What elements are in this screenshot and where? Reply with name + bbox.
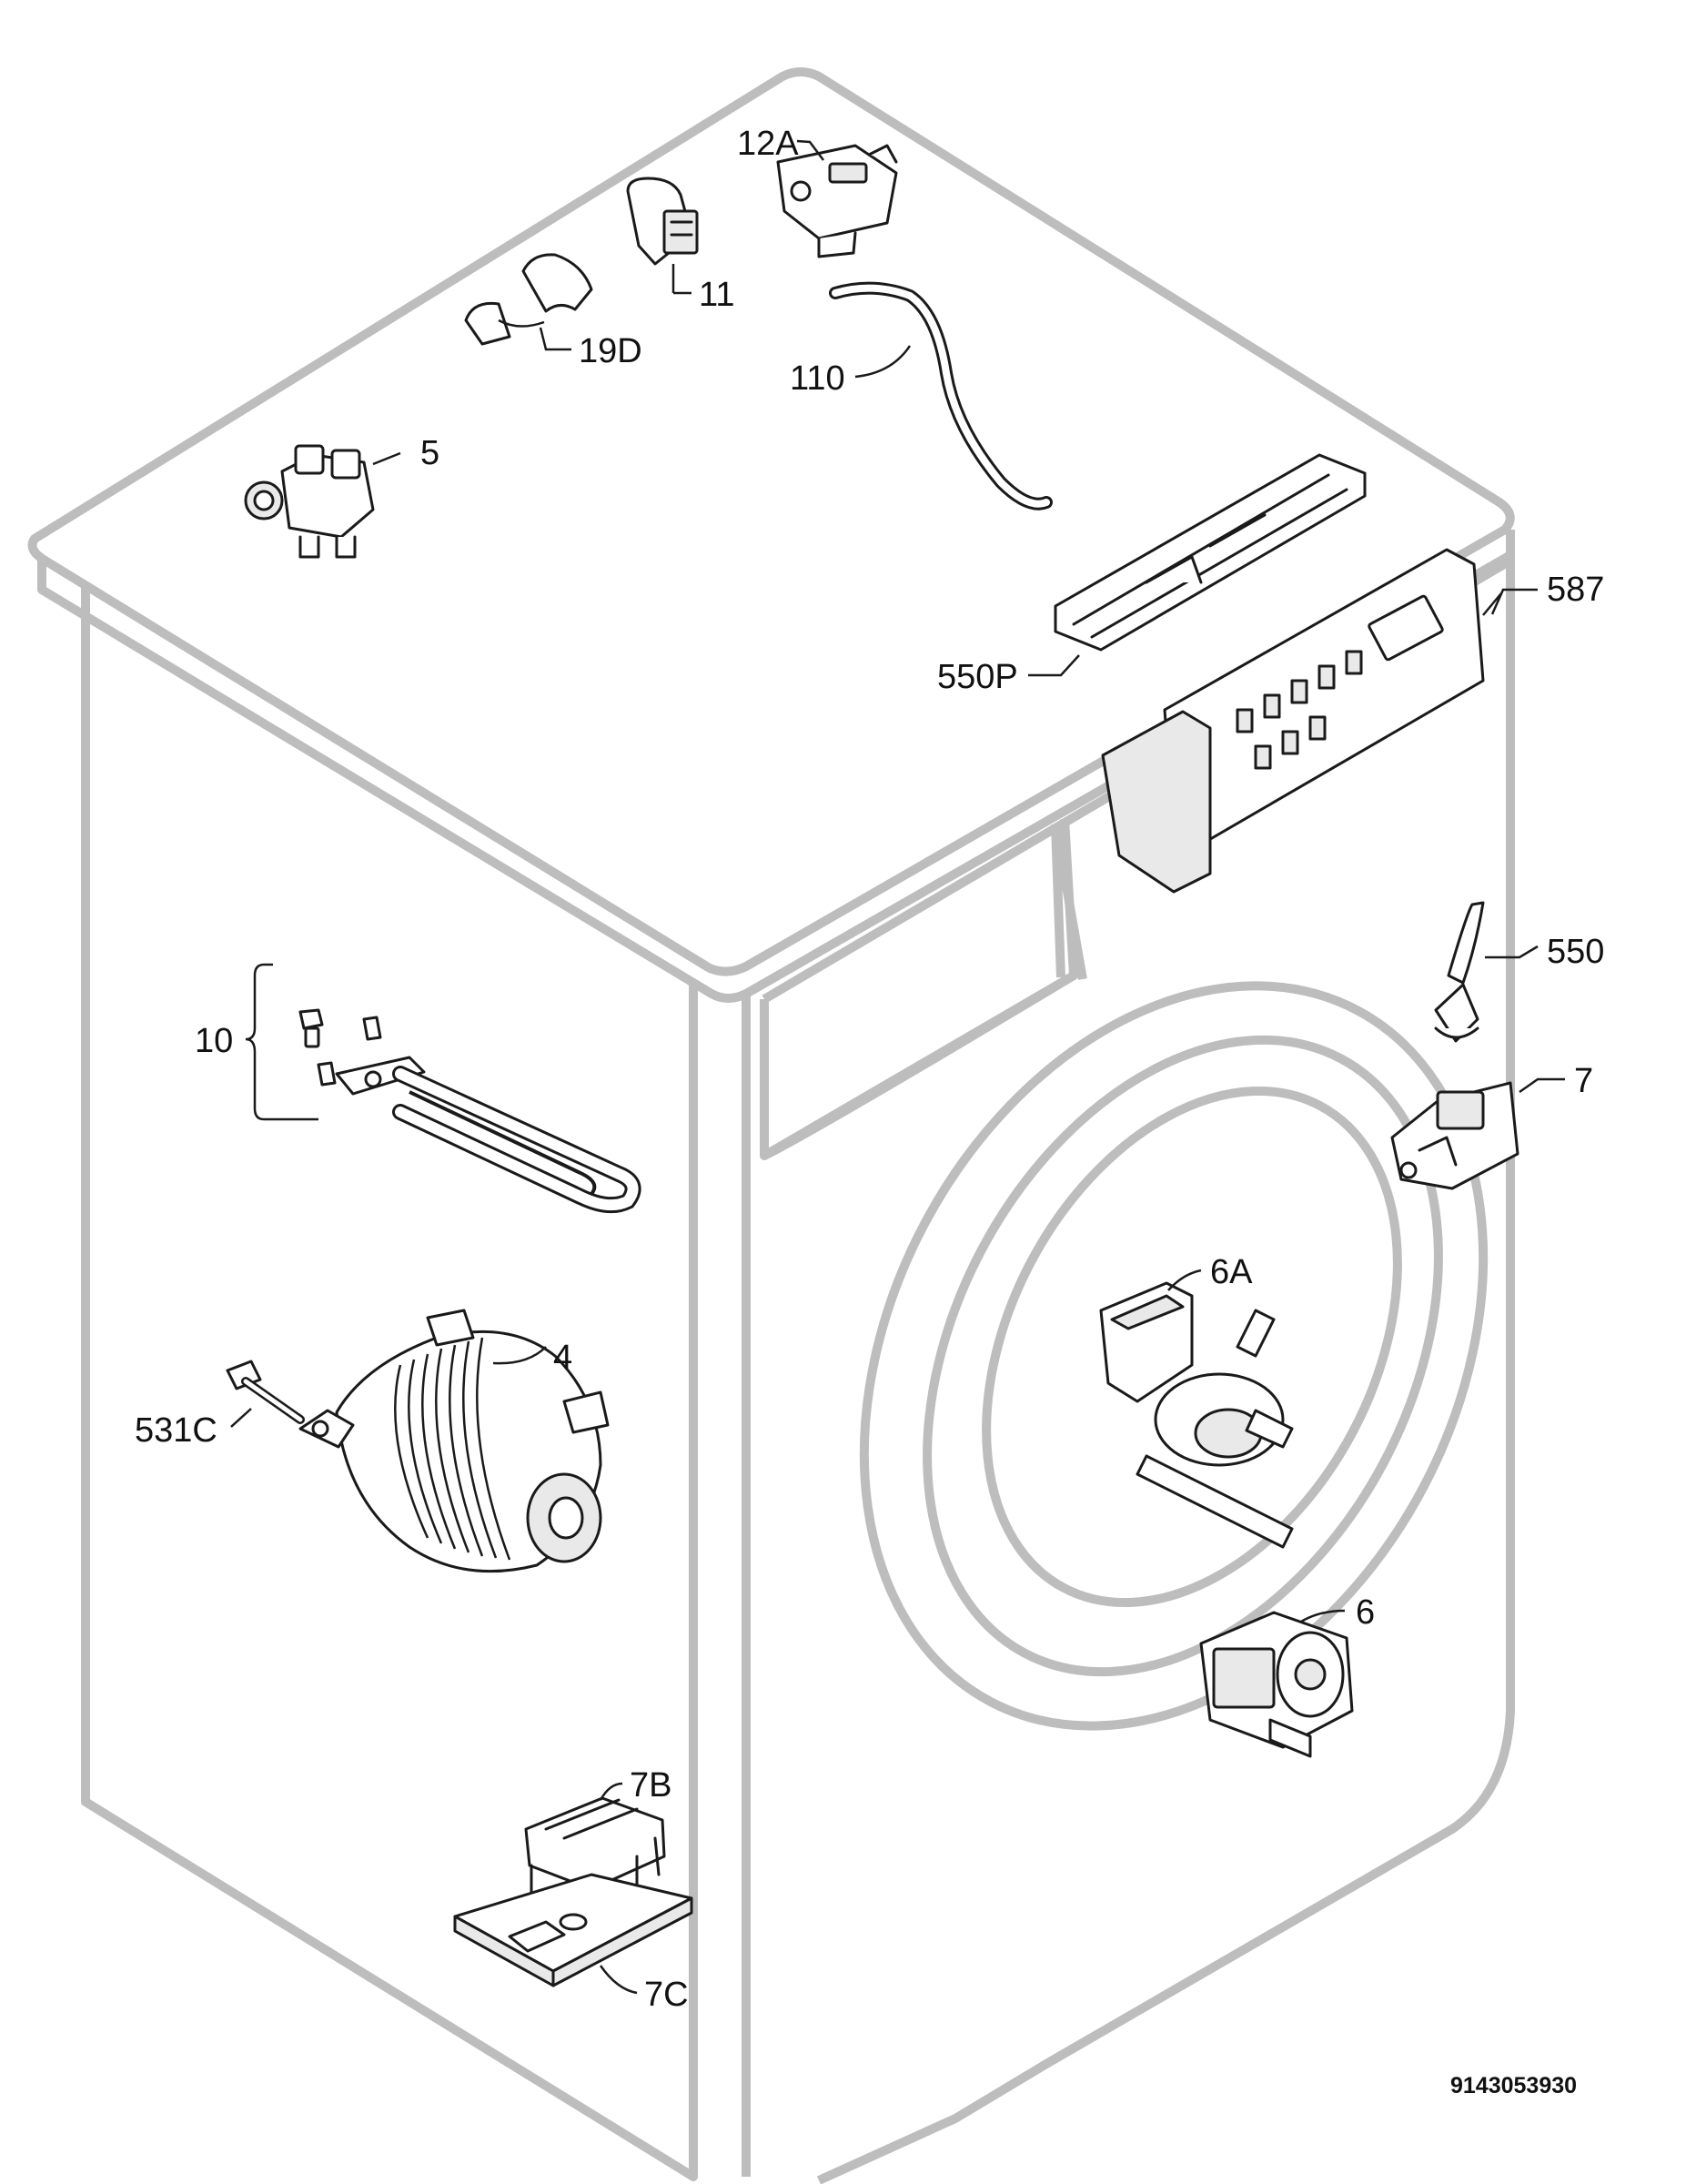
leader-7b <box>599 1782 623 1801</box>
door-outer-ring <box>859 981 1489 1731</box>
part-550p-panel-cover <box>1054 453 1367 652</box>
part-11-suppressor <box>626 177 699 266</box>
label-550p: 550P <box>937 658 1018 696</box>
drawing-number: 9143053930 <box>1450 2073 1577 2098</box>
part-6a-circulation-pump <box>1099 1281 1294 1549</box>
label-7b: 7B <box>630 1766 671 1805</box>
label-7c: 7C <box>644 1976 689 2014</box>
part-labels: 12A 11 19D 110 5 587 550P 550 7 10 6A 4 … <box>135 125 1604 2014</box>
part-19d-cable-clamp <box>464 253 593 346</box>
washing-machine-cabinet <box>27 67 1515 2184</box>
part-587-electronic-module <box>1101 548 1502 894</box>
leader-7 <box>1519 1077 1565 1094</box>
cabinet-front-panel <box>742 555 1515 2184</box>
label-550: 550 <box>1547 933 1604 971</box>
label-6: 6 <box>1356 1593 1375 1632</box>
door-inner-ring <box>923 1035 1443 1677</box>
label-110: 110 <box>790 359 845 398</box>
part-110-hose <box>829 281 1053 511</box>
board-components <box>1236 650 1363 770</box>
part-7b-float-switch <box>524 1796 666 1895</box>
label-19d: 19D <box>579 332 642 370</box>
label-531c: 531C <box>135 1411 217 1450</box>
leader-531c <box>230 1408 252 1428</box>
leader-5 <box>372 451 401 466</box>
part-4-motor <box>298 1309 610 1573</box>
part-6-drain-pump <box>1199 1611 1354 1758</box>
part-550-door-handle <box>1434 901 1485 1043</box>
cabinet-top-outline <box>27 67 1515 976</box>
leader-11 <box>671 264 692 295</box>
label-6a: 6A <box>1210 1253 1253 1291</box>
part-10-heating-element <box>245 963 641 1214</box>
label-11: 11 <box>699 276 734 314</box>
label-4: 4 <box>553 1339 572 1377</box>
part-531c-screw <box>226 1360 305 1424</box>
leader-6 <box>1300 1609 1346 1623</box>
cabinet-left-side <box>81 588 698 2181</box>
label-5: 5 <box>420 434 439 472</box>
part-12a-pressure-switch <box>776 144 898 258</box>
label-7: 7 <box>1574 1062 1593 1100</box>
part-5-inlet-valve <box>244 444 375 559</box>
part-7-door-interlock <box>1390 1081 1519 1190</box>
leader-550 <box>1485 945 1539 959</box>
leader-110 <box>854 345 912 379</box>
leader-550p <box>1028 654 1080 677</box>
label-10: 10 <box>195 1022 233 1060</box>
leader-lines <box>230 139 1565 1995</box>
leader-12a <box>796 139 824 161</box>
label-12a: 12A <box>737 125 799 163</box>
leader-7c <box>599 1965 638 1995</box>
motor-windings <box>394 1337 511 1561</box>
leader-587 <box>1490 588 1538 615</box>
cabinet-drawer-recess <box>1051 824 1087 980</box>
door-glass-ring <box>982 1086 1402 1608</box>
leader-19d <box>539 327 571 351</box>
leader-4 <box>492 1346 547 1365</box>
leader-6a <box>1167 1269 1202 1291</box>
label-587: 587 <box>1547 571 1604 609</box>
part-7c-base-plate <box>453 1873 693 1987</box>
